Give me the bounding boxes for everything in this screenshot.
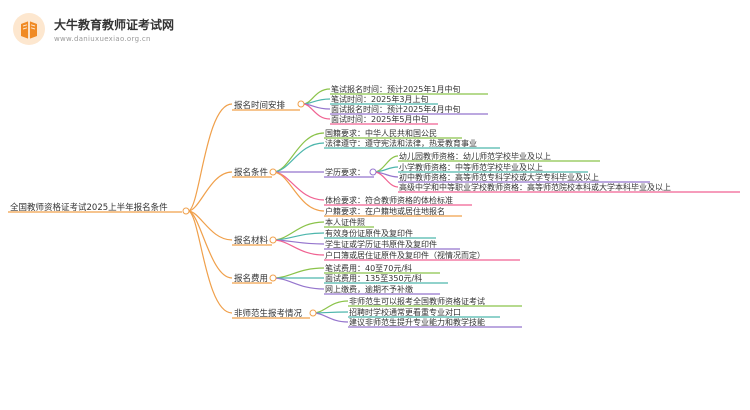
node-label: 户口簿或居住证原件及复印件（视情况而定） (325, 250, 485, 260)
branch-node-dot (309, 309, 317, 317)
branch-node-dot (297, 100, 305, 108)
sub-node-label: 学历要求： (325, 167, 365, 177)
node-label: 学生证或学历证书原件及复印件 (325, 239, 437, 249)
node-label: 面试时间：2025年5月中旬 (331, 114, 428, 124)
branch-label-conditions: 报名条件 (234, 167, 269, 178)
node-label: 本人证件照 (325, 217, 365, 227)
node-label: 初中教师资格：高等师范专科学校或大学专科毕业及以上 (399, 172, 599, 182)
node-label: 非师范生可以报考全国教师资格证考试 (349, 296, 485, 306)
branch-label-fees: 报名费用 (234, 273, 268, 284)
branch-label-materials: 报名材料 (234, 235, 269, 246)
branch-node-dot (269, 274, 277, 282)
node-label: 建议非师范生提升专业能力和教学技能 (349, 317, 485, 327)
node-label: 有效身份证原件及复印件 (325, 228, 413, 238)
brand-header: 大牛教育教师证考试网 www.daniuxuexiao.org.cn (12, 12, 174, 46)
node-label: 幼儿园教师资格：幼儿师范学校毕业及以上 (399, 151, 551, 161)
branch-node-dot (269, 236, 277, 244)
branch-label-non-normal: 非师范生报考情况 (234, 308, 303, 319)
brand-url: www.daniuxuexiao.org.cn (54, 34, 151, 43)
brand-name: 大牛教育教师证考试网 (54, 17, 175, 32)
root-label: 全国教师资格证考试2025上半年报名条件 (10, 202, 168, 213)
node-label: 面试报名时间：预计2025年4月中旬 (331, 104, 460, 114)
node-label: 面试费用：135至350元/科 (325, 273, 422, 283)
sub-node-dot (369, 168, 377, 176)
node-label: 户籍要求：在户籍地或居住地报名 (325, 206, 445, 216)
mindmap-nodes (182, 100, 377, 317)
node-label: 网上缴费，逾期不予补缴 (325, 284, 413, 294)
root-node-dot (182, 207, 190, 215)
node-label: 小学教师资格：中等师范学校毕业及以上 (399, 162, 543, 172)
mindmap-underlines (8, 93, 740, 328)
node-label: 笔试费用：40至70元/科 (325, 263, 412, 273)
node-label: 高级中学和中等职业学校教师资格：高等师范院校本科或大学本科毕业及以上 (399, 182, 671, 192)
mindmap-labels: 全国教师资格证考试2025上半年报名条件 报名时间安排 笔试报名时间：预计202… (10, 84, 671, 327)
branch-label-time: 报名时间安排 (234, 100, 286, 111)
node-label: 笔试时间：2025年3月上旬 (331, 94, 428, 104)
branch-node-dot (269, 168, 277, 176)
node-label: 笔试报名时间：预计2025年1月中旬 (331, 84, 460, 94)
node-label: 法律遵守：遵守宪法和法律，热爱教育事业 (325, 138, 477, 148)
node-label: 招聘时学校通常更看重专业对口 (349, 307, 461, 317)
node-label: 国籍要求：中华人民共和国公民 (325, 128, 437, 138)
node-label: 体检要求：符合教师资格的体检标准 (325, 195, 453, 205)
book-icon (13, 13, 45, 45)
